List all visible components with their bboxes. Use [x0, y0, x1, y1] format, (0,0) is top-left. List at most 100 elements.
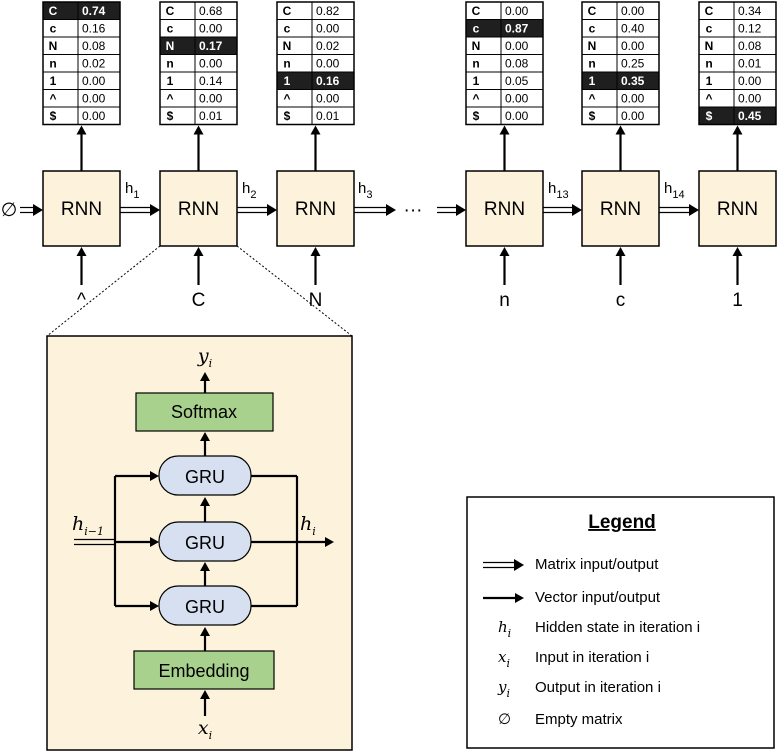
table-value-text: 0.00	[621, 4, 645, 18]
output-variable: yi	[197, 345, 212, 370]
table-value-text: 0.25	[621, 57, 645, 71]
table-key-text: $	[706, 109, 713, 123]
table-key-text: N	[472, 39, 481, 53]
hidden-in-arrow-bottom-head	[150, 601, 159, 611]
gru-label: GRU	[185, 533, 225, 553]
legend-matrix-arrow-head	[514, 559, 524, 571]
table-key-text: 1	[706, 74, 713, 88]
rnn-label: RNN	[178, 199, 219, 220]
input-token: C	[192, 290, 206, 311]
table-key-text: $	[284, 109, 291, 123]
input-token: c	[616, 290, 626, 311]
table-value-text: 0.00	[621, 39, 645, 53]
softmax-output-arrow-head	[200, 372, 210, 381]
table-key-text: C	[166, 4, 175, 18]
table-value-text: 0.00	[505, 109, 529, 123]
table-value-text: 0.02	[316, 39, 340, 53]
hidden-state-arrow-head	[689, 204, 699, 216]
table-key-cell	[465, 54, 502, 73]
table-value-text: 0.40	[621, 22, 645, 36]
table-key-cell	[159, 89, 196, 108]
start-arrow-head	[33, 204, 43, 216]
softmax-box	[135, 392, 274, 432]
output-arrow-head	[615, 125, 626, 135]
table-key-cell	[698, 19, 735, 38]
rnn-label: RNN	[717, 199, 758, 220]
table-key-text: 1	[167, 74, 174, 88]
table-key-text: c	[167, 22, 174, 36]
table-key-text: 1	[284, 74, 291, 88]
table-value-text: 0.00	[199, 92, 223, 106]
hidden-state-label: h2	[242, 180, 256, 201]
legend-item-text: Output in iteration i	[535, 679, 661, 696]
table-key-text: ^	[472, 92, 479, 106]
hidden-state-arrow-head	[150, 204, 160, 216]
hidden-state-label: h3	[358, 180, 372, 201]
input-arrow-head	[193, 247, 204, 256]
legend-symbol: ∅	[498, 711, 511, 728]
table-value-text: 0.34	[738, 4, 762, 18]
table-key-cell	[276, 19, 313, 38]
table-key-text: $	[589, 109, 596, 123]
table-value-text: 0.00	[199, 57, 223, 71]
table-key-text: C	[283, 4, 292, 18]
table-value-text: 0.00	[738, 92, 762, 106]
table-key-cell	[465, 89, 502, 108]
table-value-text: 0.45	[738, 109, 762, 123]
table-value-text: 0.82	[316, 4, 340, 18]
table-key-text: C	[588, 4, 597, 18]
table-key-text: ^	[705, 92, 712, 106]
table-key-text: c	[50, 22, 57, 36]
table-key-cell	[159, 54, 196, 73]
table-value-text: 0.00	[621, 92, 645, 106]
table-value-text: 0.00	[82, 74, 106, 88]
table-value-text: 0.16	[82, 22, 106, 36]
table-value-text: 0.01	[738, 57, 762, 71]
table-key-cell	[581, 89, 618, 108]
table-value-text: 0.00	[621, 109, 645, 123]
rnn-label: RNN	[484, 199, 525, 220]
gru-to-gru-arrow-head	[200, 562, 210, 571]
table-key-cell	[42, 106, 79, 125]
hidden-state-label: h1	[125, 180, 139, 201]
start-symbol: ∅	[1, 200, 18, 221]
table-border	[581, 1, 660, 126]
table-key-cell	[276, 54, 313, 73]
input-arrow-head	[615, 247, 626, 256]
table-key-text: c	[589, 22, 596, 36]
table-key-text: ^	[283, 92, 290, 106]
table-value-text: 0.00	[316, 57, 340, 71]
table-key-cell	[159, 106, 196, 125]
table-key-text: $	[473, 109, 480, 123]
table-value-text: 0.00	[82, 109, 106, 123]
embedding-label: Embedding	[158, 661, 249, 681]
rnn-label: RNN	[295, 199, 336, 220]
hidden-state-label: h14	[664, 180, 685, 201]
table-key-cell	[276, 71, 313, 90]
gru-label: GRU	[185, 597, 225, 617]
table-value-text: 0.16	[316, 74, 340, 88]
gru-to-softmax-arrow-head	[200, 432, 210, 441]
rnn-label: RNN	[61, 199, 102, 220]
rnn-box	[42, 170, 121, 247]
rnn-box	[465, 170, 544, 247]
table-key-cell	[42, 71, 79, 90]
table-key-cell	[581, 71, 618, 90]
table-key-cell	[159, 19, 196, 38]
table-key-text: n	[705, 57, 712, 71]
table-border	[276, 1, 355, 126]
legend-item-text: Hidden state in iteration i	[535, 619, 700, 636]
input-token: 1	[732, 290, 743, 311]
table-key-cell	[465, 71, 502, 90]
table-key-cell	[698, 106, 735, 125]
table-value-text: 0.17	[199, 39, 223, 53]
table-border	[465, 1, 544, 126]
table-value-text: 0.00	[316, 22, 340, 36]
input-arrow-head	[310, 247, 321, 256]
